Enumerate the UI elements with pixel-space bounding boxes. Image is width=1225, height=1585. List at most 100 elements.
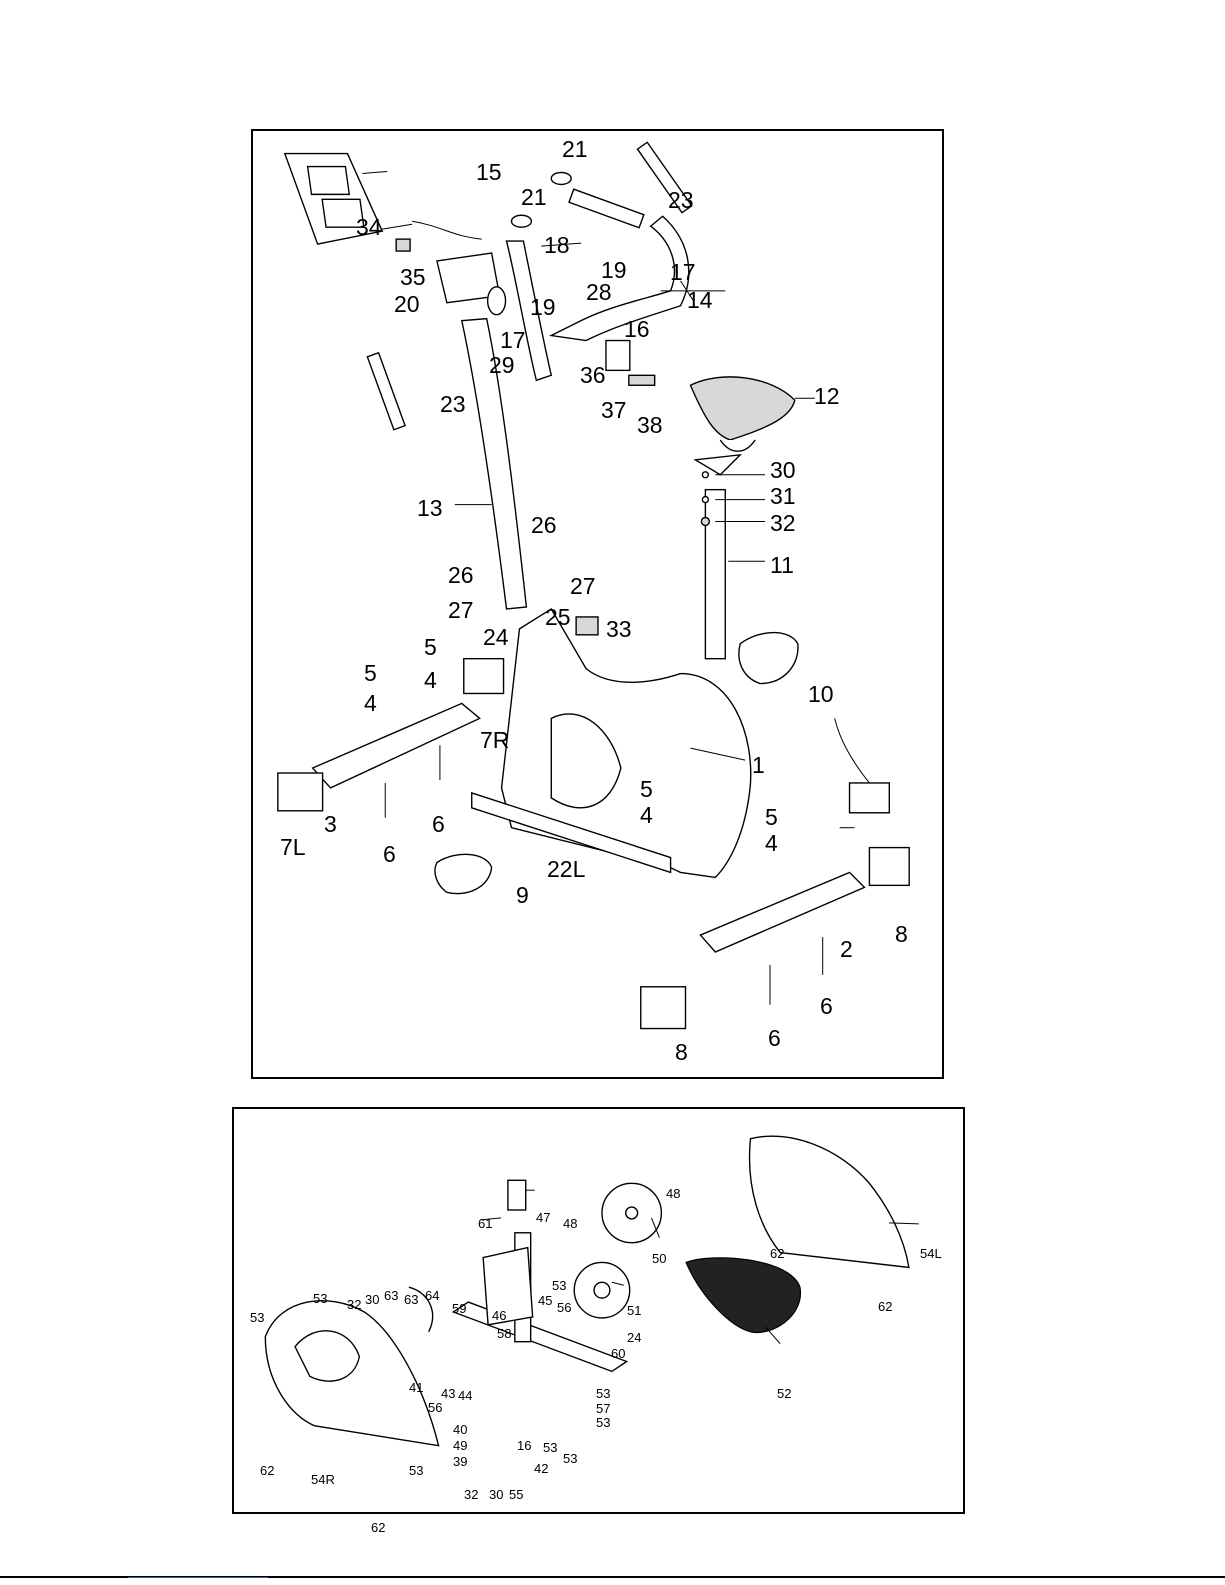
- main-assembly-label-t28: 28: [586, 279, 612, 305]
- drive-assembly-label-b43: 43: [441, 1386, 455, 1401]
- main-assembly-label-t21a: 21: [562, 136, 588, 162]
- main-assembly-label-t16: 16: [624, 316, 650, 342]
- drive-assembly-label-b53f: 53: [543, 1440, 557, 1455]
- drive-assembly-label-b53g: 53: [563, 1451, 577, 1466]
- drive-assembly-label-b32a: 32: [347, 1297, 361, 1312]
- main-assembly-label-t1: 1: [752, 752, 765, 778]
- main-assembly-label-t5d: 5: [765, 804, 778, 830]
- drive-assembly-label-b44: 44: [458, 1388, 472, 1403]
- main-assembly-label-t37: 37: [601, 397, 627, 423]
- main-assembly-label-t7R: 7R: [480, 727, 509, 753]
- main-assembly-label-t29: 29: [489, 352, 515, 378]
- main-assembly-label-t3: 3: [324, 811, 337, 837]
- main-assembly-label-t26b: 26: [448, 562, 474, 588]
- drive-assembly-label-b30b: 30: [489, 1487, 503, 1502]
- main-assembly-label-t8b: 8: [675, 1039, 688, 1065]
- main-assembly-label-t17a: 17: [670, 259, 696, 285]
- main-assembly-label-t20: 20: [394, 291, 420, 317]
- main-assembly-label-t23a: 23: [668, 187, 694, 213]
- drive-assembly-label-b64: 64: [425, 1288, 439, 1303]
- main-assembly-label-t26a: 26: [531, 512, 557, 538]
- drive-assembly-label-b53h: 53: [409, 1463, 423, 1478]
- drive-assembly-label-b53a: 53: [552, 1278, 566, 1293]
- main-assembly-label-t9: 9: [516, 882, 529, 908]
- main-assembly-label-t14: 14: [687, 287, 713, 313]
- main-assembly-label-t17b: 17: [500, 327, 526, 353]
- main-assembly-label-t25: 25: [545, 604, 571, 630]
- drive-assembly-label-b30a: 30: [365, 1292, 379, 1307]
- drive-assembly-label-b16: 16: [517, 1438, 531, 1453]
- drive-assembly-label-b51: 51: [627, 1303, 641, 1318]
- main-assembly-label-t24: 24: [483, 624, 509, 650]
- main-assembly-label-t12: 12: [814, 383, 840, 409]
- drive-assembly-label-b48b: 48: [563, 1216, 577, 1231]
- drive-assembly-label-b54R: 54R: [311, 1472, 335, 1487]
- main-assembly-label-t6c: 6: [820, 993, 833, 1019]
- main-assembly-label-t10: 10: [808, 681, 834, 707]
- main-assembly-label-t21b: 21: [521, 184, 547, 210]
- main-assembly-label-t7L: 7L: [280, 834, 306, 860]
- main-assembly-label-t4b: 4: [364, 690, 377, 716]
- main-assembly-label-t8a: 8: [895, 921, 908, 947]
- main-assembly-label-t22L: 22L: [547, 856, 586, 882]
- main-assembly-label-t2: 2: [840, 936, 853, 962]
- drive-assembly-label-b50: 50: [652, 1251, 666, 1266]
- drive-assembly-label-b39: 39: [453, 1454, 467, 1469]
- main-assembly-label-t15: 15: [476, 159, 502, 185]
- drive-assembly-label-b49: 49: [453, 1438, 467, 1453]
- main-assembly-label-t5a: 5: [424, 634, 437, 660]
- drive-assembly-label-b42: 42: [534, 1461, 548, 1476]
- drive-assembly-label-b56a: 56: [557, 1300, 571, 1315]
- main-assembly-label-t4c: 4: [640, 802, 653, 828]
- main-assembly-label-t4a: 4: [424, 667, 437, 693]
- drive-assembly-label-b53b: 53: [313, 1291, 327, 1306]
- drive-assembly-label-b47: 47: [536, 1210, 550, 1225]
- drive-assembly-label-b62d: 62: [371, 1520, 385, 1535]
- main-assembly-label-t18: 18: [544, 232, 570, 258]
- drive-assembly-label-b59: 59: [452, 1301, 466, 1316]
- drive-assembly-label-b32b: 32: [464, 1487, 478, 1502]
- drive-assembly-label-b54L: 54L: [920, 1246, 942, 1261]
- main-assembly-label-t36: 36: [580, 362, 606, 388]
- drive-assembly-label-b53c: 53: [250, 1310, 264, 1325]
- drive-assembly-label-b63a: 63: [384, 1288, 398, 1303]
- main-assembly-label-t19b: 19: [530, 294, 556, 320]
- drive-assembly-label-b41: 41: [409, 1380, 423, 1395]
- main-assembly-label-t6a: 6: [432, 811, 445, 837]
- drive-assembly-label-b40: 40: [453, 1422, 467, 1437]
- drive-assembly-label-b61: 61: [478, 1216, 492, 1231]
- main-assembly-label-t27b: 27: [448, 597, 474, 623]
- main-assembly-label-t35: 35: [400, 264, 426, 290]
- footer-link-underline: [128, 1577, 268, 1578]
- main-assembly-label-t5c: 5: [640, 776, 653, 802]
- drive-assembly-label-b58: 58: [497, 1326, 511, 1341]
- main-assembly-label-t13: 13: [417, 495, 443, 521]
- main-assembly-label-t5b: 5: [364, 660, 377, 686]
- drive-assembly-label-b45: 45: [538, 1293, 552, 1308]
- drive-assembly-label-b62a: 62: [770, 1246, 784, 1261]
- main-assembly-label-t31: 31: [770, 483, 796, 509]
- main-assembly-label-t32: 32: [770, 510, 796, 536]
- main-assembly-label-t6b: 6: [383, 841, 396, 867]
- drive-assembly-label-b53d: 53: [596, 1386, 610, 1401]
- main-assembly-label-t27a: 27: [570, 573, 596, 599]
- main-assembly-label-t34: 34: [356, 214, 382, 240]
- drive-assembly-label-b24: 24: [627, 1330, 641, 1345]
- main-assembly-label-t23b: 23: [440, 391, 466, 417]
- drive-assembly-label-b63b: 63: [404, 1292, 418, 1307]
- main-assembly-label-t11: 11: [770, 552, 794, 578]
- main-assembly-label-t33: 33: [606, 616, 632, 642]
- drive-assembly-label-b60: 60: [611, 1346, 625, 1361]
- main-assembly-label-t4d: 4: [765, 830, 778, 856]
- drive-assembly-label-b52: 52: [777, 1386, 791, 1401]
- main-assembly-label-t30: 30: [770, 457, 796, 483]
- drive-assembly-label-b62c: 62: [260, 1463, 274, 1478]
- drive-assembly-label-b46: 46: [492, 1308, 506, 1323]
- main-assembly-label-t6d: 6: [768, 1025, 781, 1051]
- drive-assembly-label-b57: 57: [596, 1401, 610, 1416]
- drive-assembly-label-b55: 55: [509, 1487, 523, 1502]
- drive-assembly-label-b56b: 56: [428, 1400, 442, 1415]
- drive-assembly-label-b48a: 48: [666, 1186, 680, 1201]
